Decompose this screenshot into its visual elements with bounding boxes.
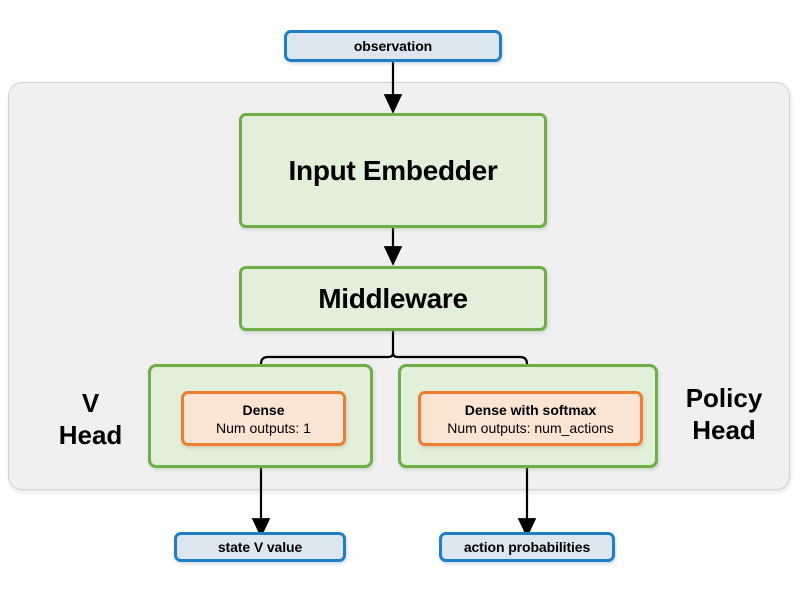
node-dense-v[interactable]: Dense Num outputs: 1	[181, 391, 346, 446]
node-input-embedder[interactable]: Input Embedder	[239, 113, 547, 228]
node-dense-v-title: Dense	[242, 401, 285, 418]
label-v-head: V Head	[38, 383, 143, 455]
node-observation-label: observation	[353, 38, 433, 54]
node-input-embedder-label: Input Embedder	[288, 154, 498, 186]
node-dense-softmax[interactable]: Dense with softmax Num outputs: num_acti…	[418, 391, 643, 446]
label-v-head-line2: Head	[58, 420, 123, 450]
node-middleware-label: Middleware	[318, 282, 468, 314]
node-observation[interactable]: observation	[284, 30, 502, 62]
label-v-head-line1: V	[81, 388, 100, 418]
label-policy-head-line2: Head	[692, 415, 756, 445]
node-dense-softmax-subtitle: Num outputs: num_actions	[447, 419, 614, 436]
group-policy-head[interactable]: Dense with softmax Num outputs: num_acti…	[398, 364, 658, 468]
node-dense-v-subtitle: Num outputs: 1	[216, 419, 311, 436]
node-state-v-value-label: state V value	[217, 539, 303, 555]
label-policy-head: Policy Head	[663, 378, 785, 450]
node-middleware[interactable]: Middleware	[239, 266, 547, 331]
group-v-head[interactable]: Dense Num outputs: 1	[148, 364, 373, 468]
node-action-probabilities-label: action probabilities	[463, 539, 591, 555]
label-policy-head-line1: Policy	[685, 383, 763, 413]
node-state-v-value[interactable]: state V value	[174, 532, 346, 562]
node-action-probabilities[interactable]: action probabilities	[439, 532, 615, 562]
node-dense-softmax-title: Dense with softmax	[464, 401, 597, 418]
